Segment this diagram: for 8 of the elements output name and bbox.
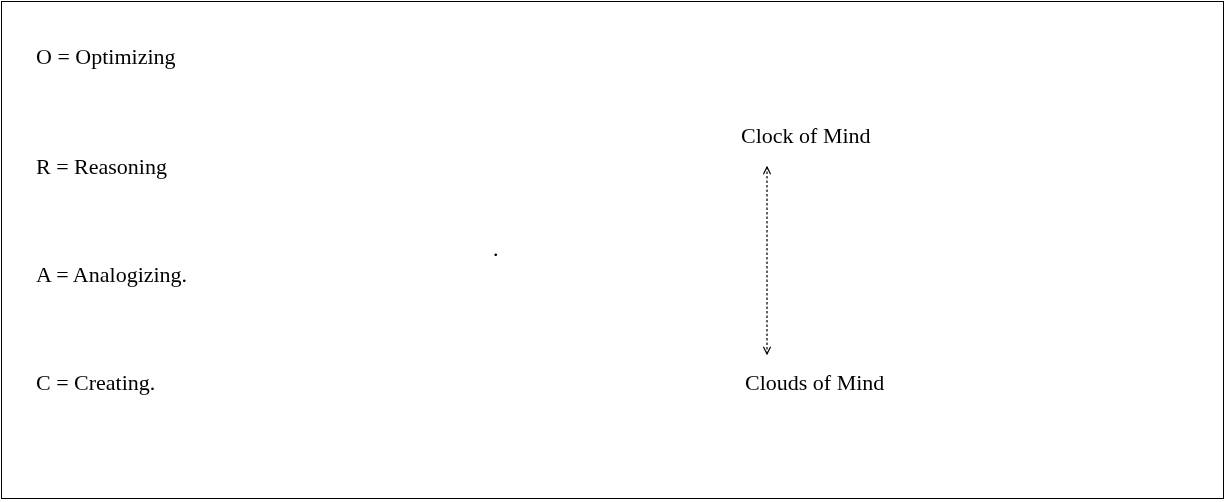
legend-text: A = Analogizing. — [36, 262, 188, 288]
legend-text: R = Reasoning — [36, 154, 167, 180]
node-label: Clock of Mind — [741, 123, 871, 149]
dot-mark: . — [493, 236, 499, 262]
legend-text: O = Optimizing — [36, 44, 176, 70]
double-arrow — [762, 166, 772, 355]
node-label: Clouds of Mind — [745, 370, 885, 396]
legend-text: C = Creating. — [36, 370, 156, 396]
